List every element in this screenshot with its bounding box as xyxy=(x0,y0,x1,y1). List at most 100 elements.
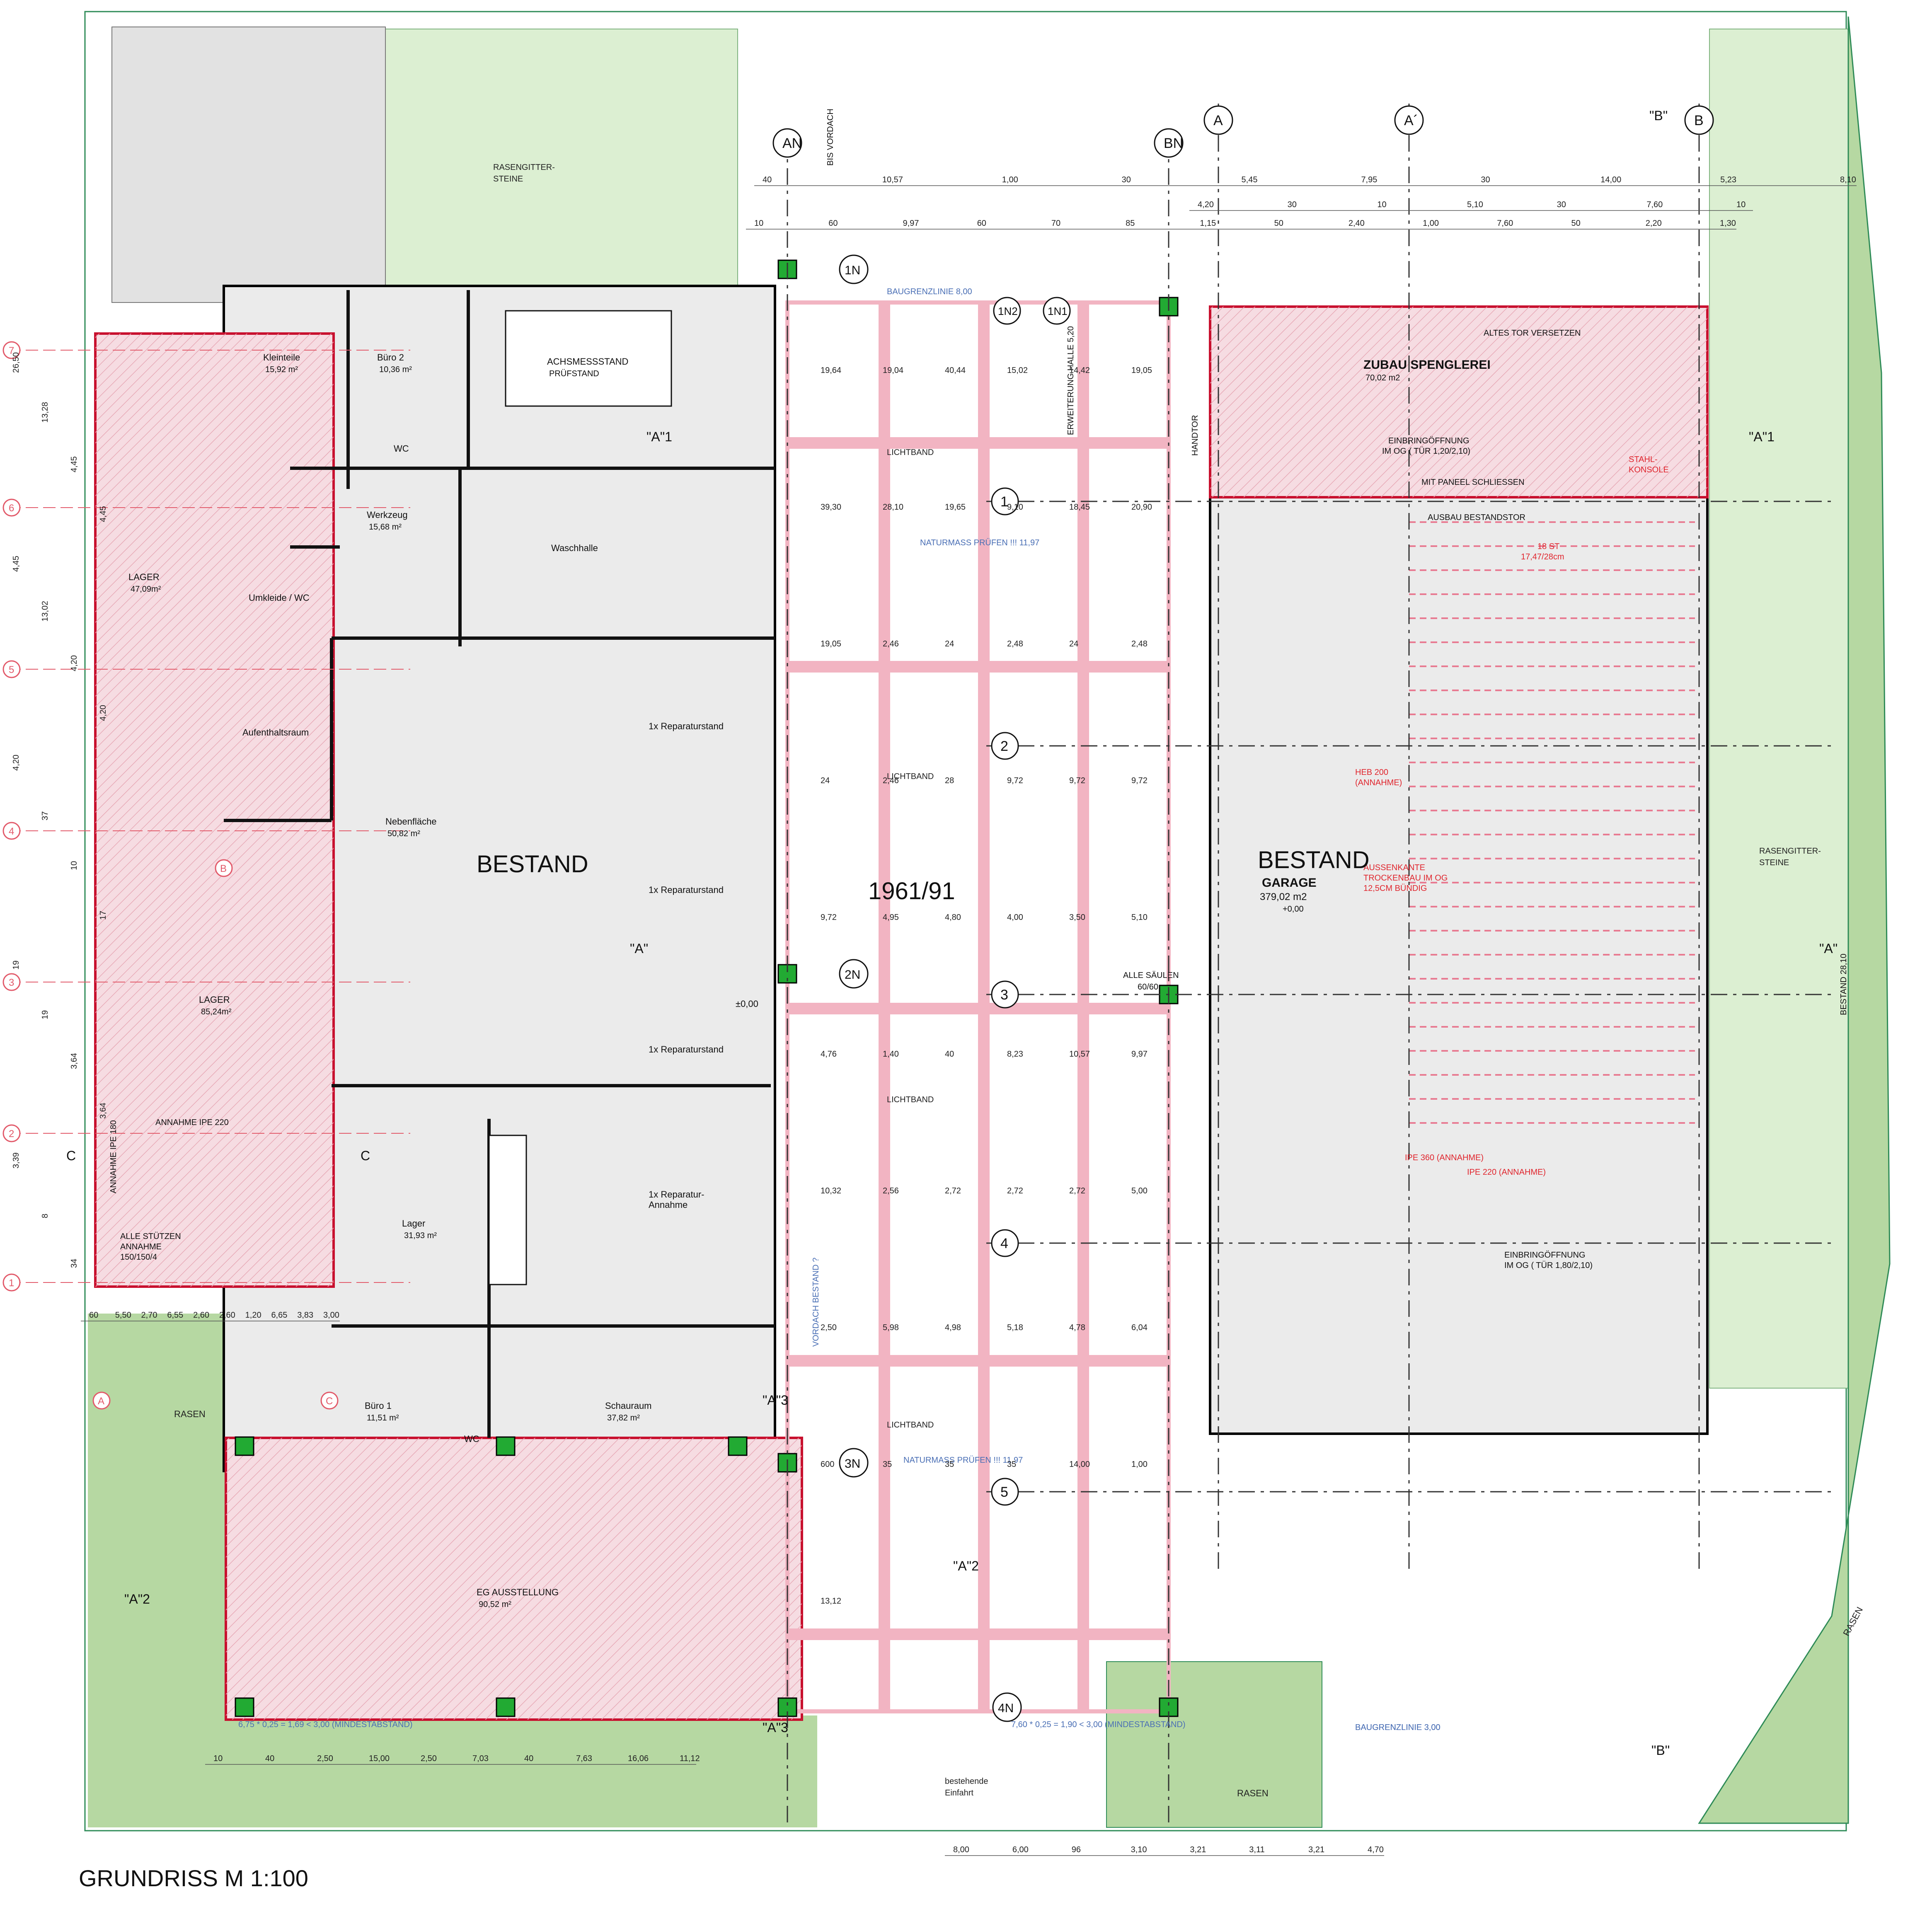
dim-bottom-a-4: 2,60 xyxy=(193,1311,209,1320)
dim-mid-45: 5,18 xyxy=(1007,1323,1023,1332)
room-name-buero1: Büro 1 xyxy=(365,1401,392,1411)
dim-top-a-1: 10,57 xyxy=(882,175,903,184)
rasengitter-top-1: STEINE xyxy=(493,174,523,184)
dim-top-b-6: 1,15 xyxy=(1200,219,1216,228)
grid-bubble-left-7 xyxy=(2,341,21,359)
room-name-buero2: Büro 2 xyxy=(377,352,404,363)
dim-mid-25: 4,95 xyxy=(883,913,899,922)
dim-top-b-1: 60 xyxy=(828,219,838,228)
grass-paver-top xyxy=(385,29,738,286)
annotation-black-10: ANNAHME IPE 180 xyxy=(109,1120,118,1193)
annotation-black-5: ALLE SÄULEN xyxy=(1123,971,1179,980)
grid-left-label-1: 1 xyxy=(9,1278,14,1289)
room-area-ausstellung: 90,52 m² xyxy=(479,1600,511,1609)
structure-layer xyxy=(94,259,1709,1721)
annotation-black-0: ALTES TOR VERSETZEN xyxy=(1484,329,1581,338)
dim-mid-27: 4,00 xyxy=(1007,913,1023,922)
grid-bubble-col-4 xyxy=(1154,128,1184,158)
dim-left-7: 4,20 xyxy=(99,705,108,721)
dim-mid-35: 9,97 xyxy=(1131,1050,1148,1059)
bestand-right-label: BESTAND xyxy=(1258,847,1370,873)
new-build-ausstellung-hatch xyxy=(226,1438,802,1720)
einfahrt-0: bestehende xyxy=(945,1777,988,1786)
section-marker-9: "B" xyxy=(1651,1743,1670,1758)
left-level-marker: ±0,00 xyxy=(736,999,758,1009)
dim-bottom-c-6: 3,21 xyxy=(1308,1845,1324,1854)
dim-left-11: 17 xyxy=(99,911,108,920)
dim-left-13: 19 xyxy=(41,1010,50,1019)
repair-stand-3: 1x Reparatur- xyxy=(649,1189,705,1200)
dim-top-b-8: 2,40 xyxy=(1349,219,1365,228)
annotation-black-9: ANNAHME IPE 220 xyxy=(155,1118,229,1127)
room-area-buero1: 11,51 m² xyxy=(367,1413,399,1423)
grid-bubble-left-4 xyxy=(2,822,21,840)
dim-left-12: 19 xyxy=(12,961,21,970)
room-name-wc_bottom: WC xyxy=(464,1434,479,1444)
dim-top-a-8: 5,23 xyxy=(1720,175,1736,184)
dim-top-b-10: 7,60 xyxy=(1497,219,1513,228)
dim-mid-28: 3,50 xyxy=(1069,913,1085,922)
dim-bottom-c-7: 4,70 xyxy=(1368,1845,1384,1854)
dim-top-a-3: 30 xyxy=(1122,175,1131,184)
section-marker-8: "B" xyxy=(1649,108,1668,123)
room-name-nebenflaeche: Nebenfläche xyxy=(385,816,437,827)
room-name-kleinteile: Kleinteile xyxy=(263,352,300,363)
dim-top-b-2: 9,97 xyxy=(903,219,919,228)
dim-mid-13: 2,46 xyxy=(883,639,899,648)
grid-bubble-row-2 xyxy=(991,732,1019,760)
dim-left-17: 8 xyxy=(41,1214,50,1218)
grid-bubble-col-2 xyxy=(1684,105,1714,135)
dim-top-b-5: 85 xyxy=(1126,219,1135,228)
grid-n-label-3N: 3N xyxy=(845,1457,860,1471)
annotation-blue-3: BAUGRENZLINIE 3,00 xyxy=(1355,1723,1441,1732)
dim-left-10: 10 xyxy=(70,861,79,870)
dim-left-4: 4,45 xyxy=(12,556,21,572)
dim-left-3: 4,45 xyxy=(99,506,108,522)
lawn-bottom-right xyxy=(1106,1661,1322,1828)
dim-top-b-0: 10 xyxy=(754,219,763,228)
grid-bubble-1N1 xyxy=(1043,297,1071,325)
dim-mid-43: 5,98 xyxy=(883,1323,899,1332)
dim-mid-8: 19,65 xyxy=(945,503,966,512)
grid-n-label-2N: 2N xyxy=(845,968,860,982)
room-name-wc_top: WC xyxy=(394,443,409,454)
grid-row-label-1: 1 xyxy=(1000,494,1008,510)
dim-mid-21: 9,72 xyxy=(1007,776,1023,785)
dim-bottom-c-2: 96 xyxy=(1072,1845,1081,1854)
dim-mid-26: 4,80 xyxy=(945,913,961,922)
dim-top-c-4: 30 xyxy=(1557,200,1566,209)
achsmessstand-box xyxy=(505,310,672,407)
annotation-blue-0: BAUGRENZLINIE 8,00 xyxy=(887,287,972,296)
grid-row-label-2: 2 xyxy=(1000,738,1008,754)
dim-top-b-13: 1,30 xyxy=(1720,219,1736,228)
annotation-black-8: IM OG ( TÜR 1,80/2,10) xyxy=(1504,1261,1593,1270)
dim-mid-3: 15,02 xyxy=(1007,366,1028,375)
dim-mid-49: 35 xyxy=(883,1460,892,1469)
dim-bottom-b-9: 11,12 xyxy=(680,1754,700,1763)
dim-mid-39: 2,72 xyxy=(1007,1186,1023,1195)
dim-top-a-0: 40 xyxy=(763,175,772,184)
dim-top-a-7: 14,00 xyxy=(1600,175,1621,184)
grid-col-label-3: AN xyxy=(782,135,802,151)
grid-bubble-left-1 xyxy=(2,1273,21,1292)
dim-bottom-a-5: 2,60 xyxy=(219,1311,235,1320)
hall-rafter-0 xyxy=(879,302,890,1711)
grid-n-label-1N: 1N xyxy=(845,264,860,277)
room-name-lager_bottom: Lager xyxy=(402,1218,425,1229)
annotation-blue-7: 7,60 * 0,25 = 1,90 < 3,00 (MINDESTABSTAN… xyxy=(1011,1720,1186,1729)
garage-level: +0,00 xyxy=(1283,905,1304,914)
room-name-lager_top: LAGER xyxy=(128,572,160,582)
dim-bottom-a-8: 3,83 xyxy=(297,1311,313,1320)
dim-mid-36: 10,32 xyxy=(821,1186,841,1195)
grid-col-label-4: BN xyxy=(1164,135,1183,151)
dim-mid-16: 24 xyxy=(1069,639,1078,648)
annotation-red-2: HEB 200 xyxy=(1355,768,1388,777)
grid-row-label-5: 5 xyxy=(1000,1484,1008,1500)
annotation-red-8: 12,5CM BÜNDIG xyxy=(1363,884,1427,893)
dim-mid-4: 14,42 xyxy=(1069,366,1090,375)
dim-top-c-1: 30 xyxy=(1288,200,1297,209)
annotation-black-2: IM OG ( TÜR 1,20/2,10) xyxy=(1382,447,1470,456)
dim-mid-42: 2,50 xyxy=(821,1323,837,1332)
